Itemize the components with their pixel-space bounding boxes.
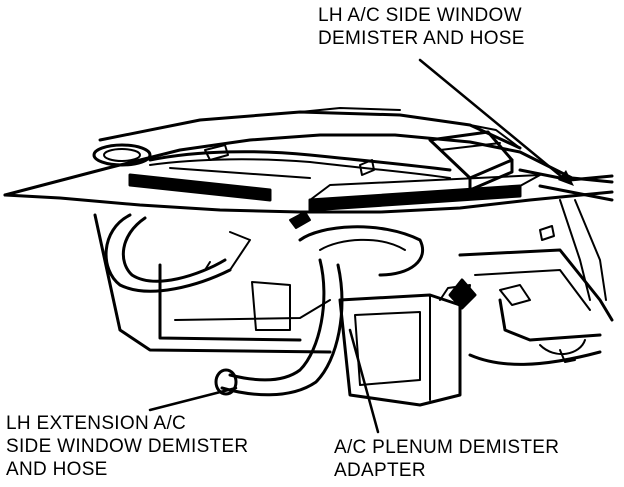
callout-line: ADAPTER (334, 460, 426, 481)
leader-lines (148, 58, 570, 434)
plenum-adapter (338, 278, 477, 407)
demister-channel (128, 150, 541, 212)
lower-right-bracket (458, 248, 614, 366)
callout-lh-ac-side-window-demister: LH A/C SIDE WINDOW DEMISTER AND HOSE (318, 4, 525, 50)
lh-extension-hose (104, 213, 251, 293)
callout-line: AND HOSE (6, 459, 108, 480)
leader-top (418, 58, 570, 184)
round-vent-port (92, 143, 152, 167)
callout-plenum-demister-adapter: A/C PLENUM DEMISTER ADAPTER (334, 436, 559, 482)
lh-side-window-demister (428, 130, 614, 301)
callout-line: A/C PLENUM DEMISTER (334, 437, 560, 458)
retaining-clips (204, 144, 555, 241)
leader-arrowheads (558, 170, 574, 186)
plenum-demister-hose (214, 258, 344, 397)
callout-line: LH EXTENSION A/C (6, 413, 187, 434)
callout-line: SIDE WINDOW DEMISTER (6, 436, 249, 457)
callout-line: LH A/C SIDE WINDOW (318, 5, 522, 26)
heater-housing (93, 213, 424, 354)
leader-left (148, 386, 238, 412)
callout-line: DEMISTER AND HOSE (318, 28, 525, 49)
leader-right (348, 328, 380, 434)
callout-lh-extension-demister: LH EXTENSION A/C SIDE WINDOW DEMISTER AN… (6, 412, 248, 481)
